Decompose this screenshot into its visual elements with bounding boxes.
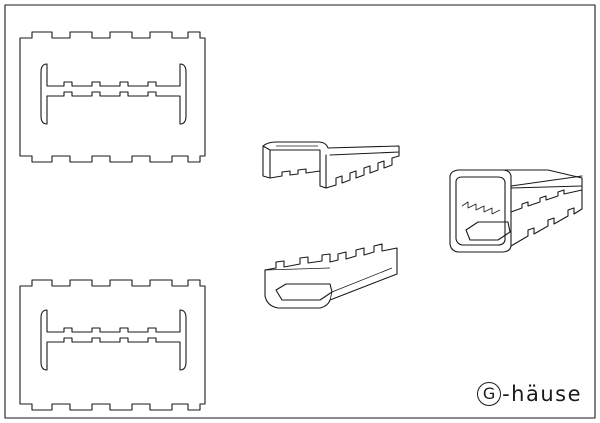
- iso-view-lower: [264, 243, 398, 309]
- flat-part-top: [19, 31, 206, 163]
- flat-part-bottom: [19, 279, 206, 411]
- flat-part-window: [40, 63, 187, 125]
- flat-part-window: [40, 309, 187, 371]
- logo-wordmark: -häuse: [502, 381, 582, 406]
- flat-part-outline: [19, 31, 206, 163]
- logo-circle-letter: G: [477, 382, 502, 406]
- iso-view-assembled: [449, 169, 583, 253]
- flat-part-outline: [19, 279, 206, 411]
- iso-view-upper: [262, 141, 400, 189]
- sheet-border: [4, 4, 596, 419]
- brand-logo: G -häuse: [477, 379, 582, 409]
